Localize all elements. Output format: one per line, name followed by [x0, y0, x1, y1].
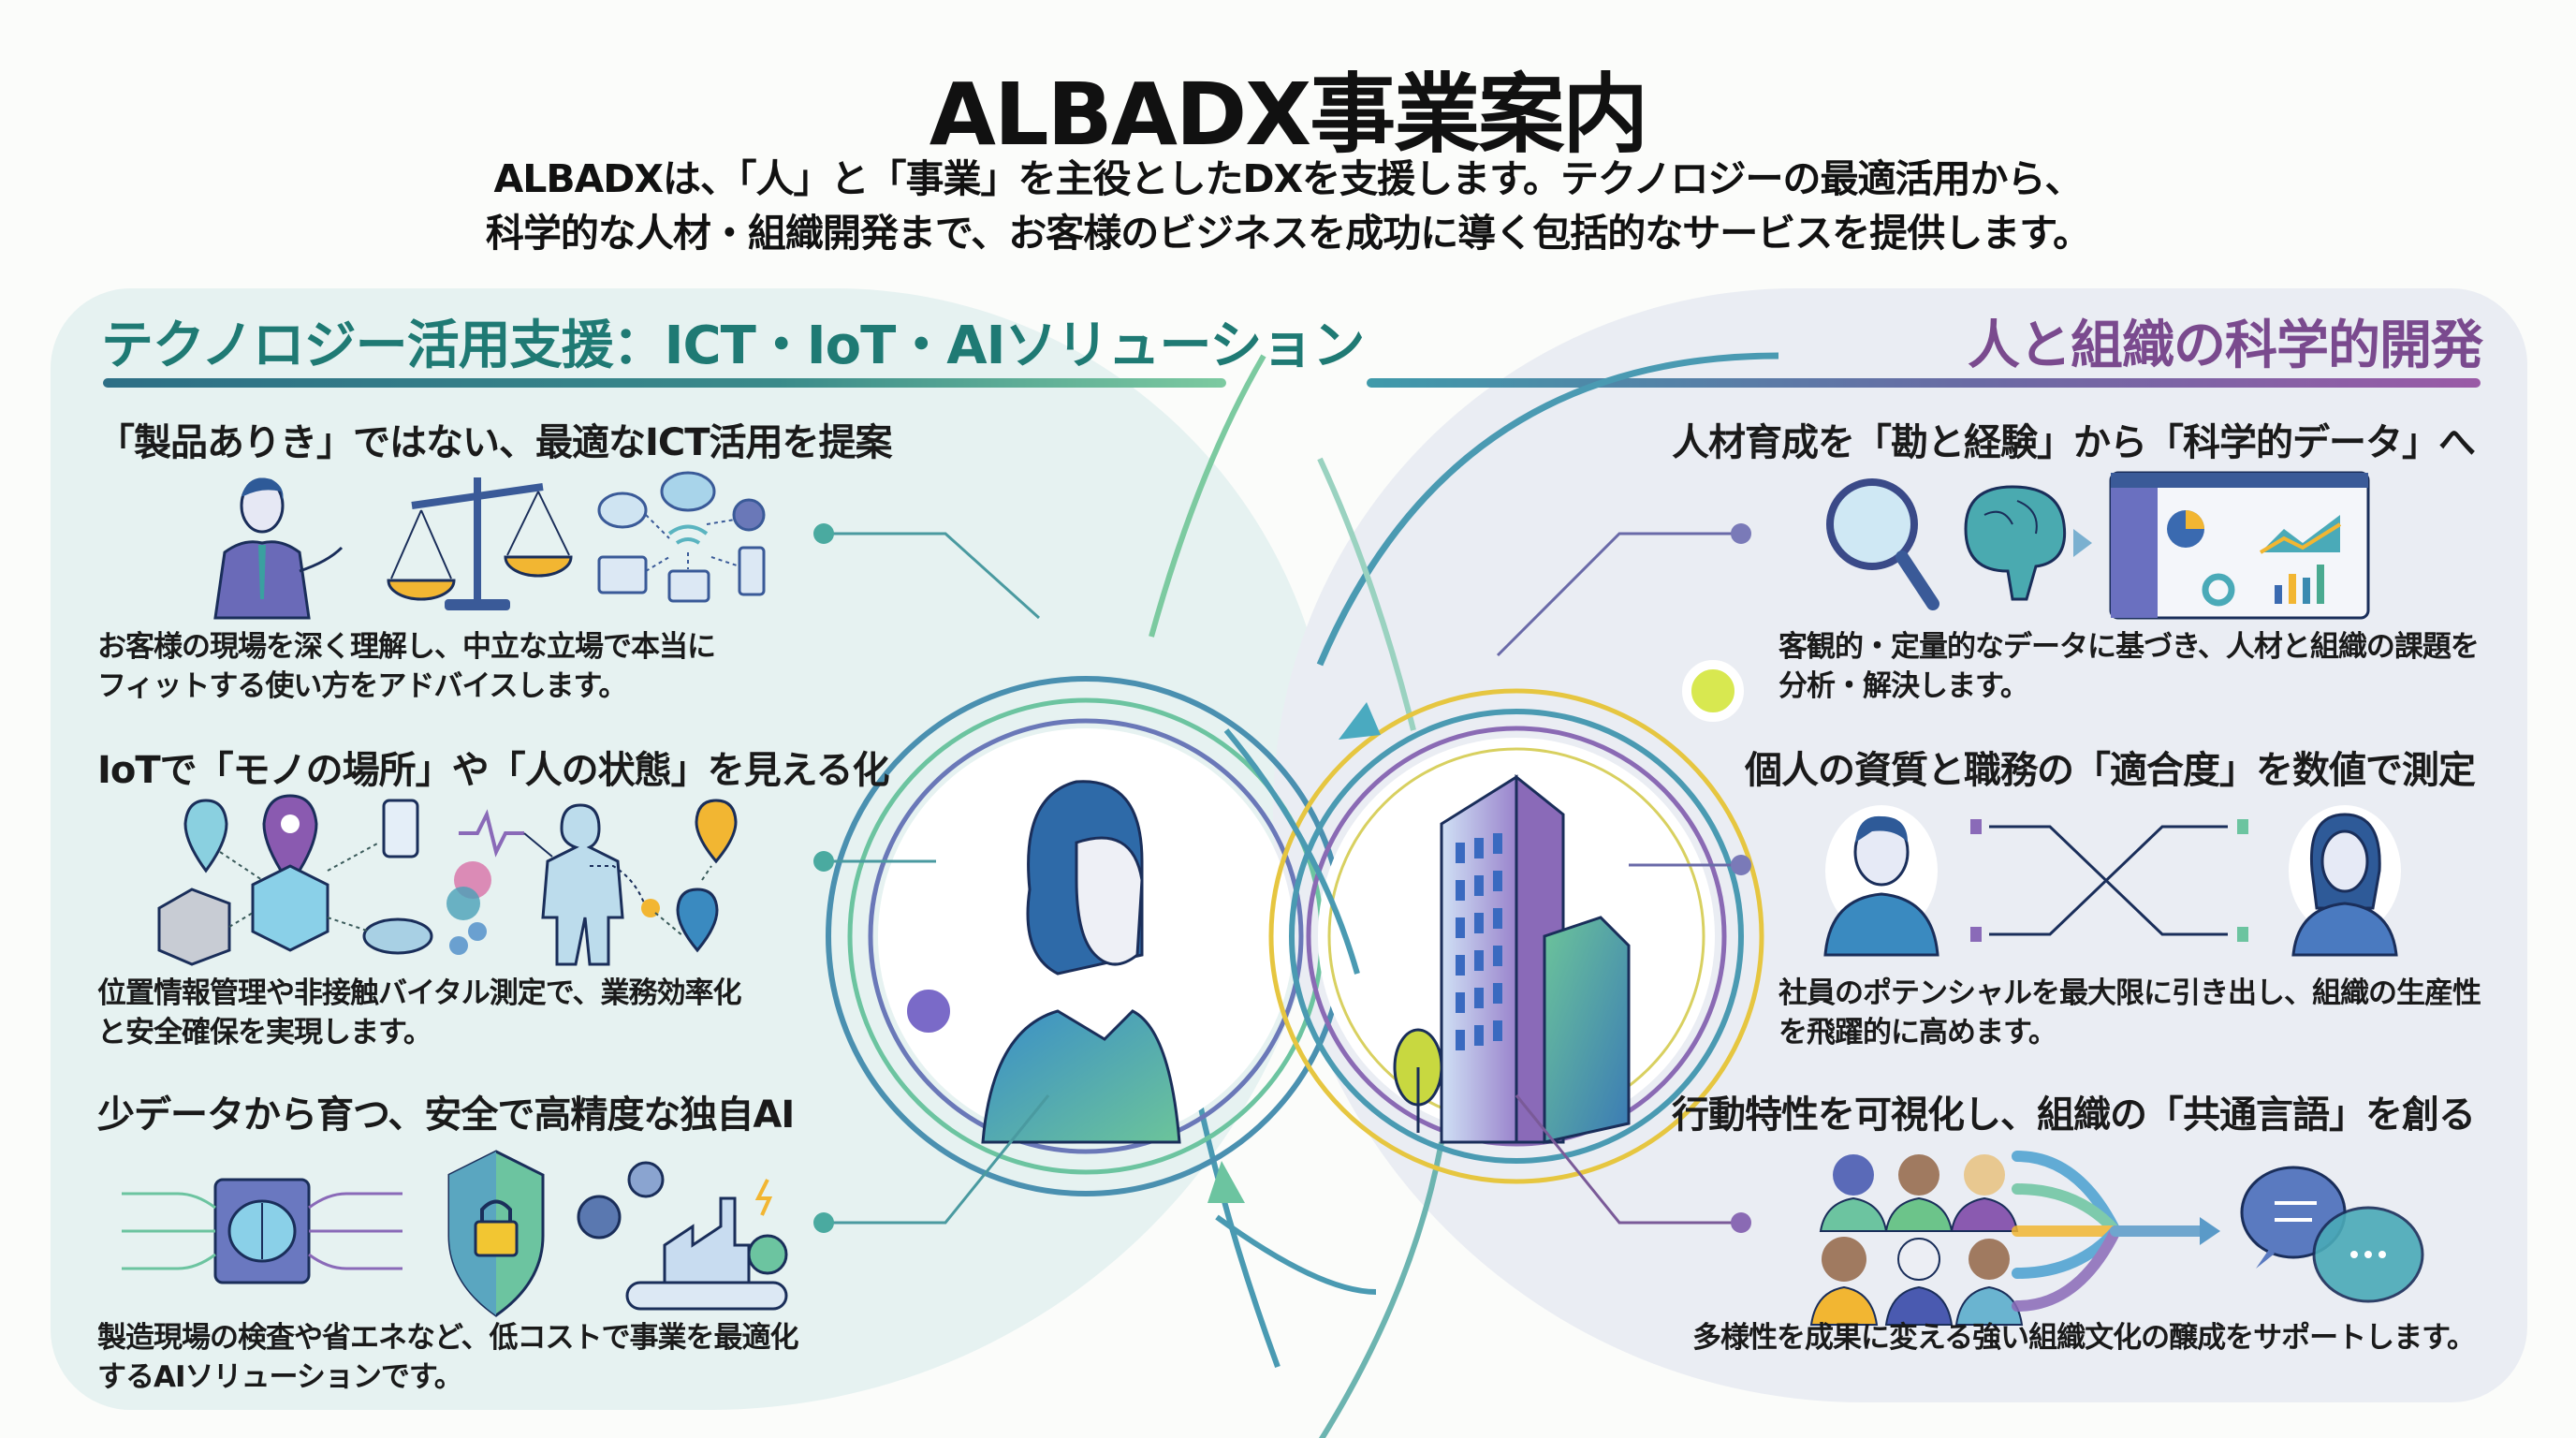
tech-item-1-desc-line-1: お客様の現場を深く理解し、中立な立場で本当に — [97, 630, 716, 664]
people-item-2-desc-line-1: 社員のポテンシャルを最大限に引き出し、組織の生産性 — [1778, 976, 2481, 1010]
balance-scale-icon — [387, 477, 573, 610]
brain-icon — [1964, 485, 2067, 601]
tech-item-1-desc-line-2: フィットする使い方をアドバイスします。 — [97, 669, 627, 703]
security-shield-lock-icon — [447, 1150, 545, 1317]
location-tracking-icon — [157, 794, 433, 966]
people-item-2-title: 個人の資質と職務の「適合度」を数値で測定 — [1745, 749, 2476, 792]
magnifier-icon — [1826, 478, 1939, 610]
tech-item-1-illustration — [213, 471, 766, 620]
intro-line-2: 科学的な人材・組織開発まで、お客様のビジネスを成功に導く包括的なサービスを提供し… — [485, 211, 2091, 256]
people-item-1-desc-line-1: 客観的・定量的なデータに基づき、人材と組織の課題を — [1778, 630, 2480, 664]
tech-item-3-title: 少データから育つ、安全で高精度な独自AI — [97, 1093, 795, 1137]
technology-heading-underline — [103, 378, 1226, 388]
people-item-1-illustration — [1826, 471, 2370, 620]
person-icon — [1823, 805, 1939, 957]
tech-item-2-title: IoTで「モノの場所」や「人の状態」を見える化 — [97, 749, 889, 792]
people-section-heading: 人と組織の科学的開発 — [1968, 315, 2483, 376]
technology-section-heading: テクノロジー活用支援：ICT・IoT・AIソリューション — [101, 315, 1365, 376]
factory-gears-icon — [577, 1161, 788, 1311]
chat-bubbles-icon — [2240, 1166, 2424, 1303]
tech-item-2-desc-line-2: と安全確保を実現します。 — [97, 1016, 432, 1049]
people-item-2-description: 社員のポテンシャルを最大限に引き出し、組織の生産性 を飛躍的に高めます。 — [1778, 974, 2481, 1052]
converging-arrows-icon — [2012, 1151, 2205, 1312]
people-item-3-illustration — [1809, 1151, 2424, 1326]
tech-item-2-desc-line-1: 位置情報管理や非接触バイタル測定で、業務効率化 — [97, 976, 742, 1010]
cloud-network-devices-icon — [597, 471, 766, 603]
tech-item-1-title: 「製品ありき」ではない、最適なICT活用を提案 — [97, 421, 893, 464]
diverse-team-icon — [1809, 1154, 2024, 1326]
intro-line-1: ALBADXは、「人」と「事業」を主役としたDXを支援します。テクノロジーの最適… — [493, 156, 2083, 201]
people-item-1-title: 人材育成を「勘と経験」から「科学的データ」へ — [1672, 421, 2476, 464]
dashboard-analytics-icon — [2109, 471, 2370, 620]
ai-chip-brain-icon — [122, 1178, 402, 1284]
people-item-1-description: 客観的・定量的なデータに基づき、人材と組織の課題を 分析・解決します。 — [1778, 627, 2480, 706]
page-title: ALBADX事業案内 — [929, 65, 1648, 165]
tech-item-3-illustration — [122, 1150, 788, 1317]
people-item-3-title: 行動特性を可視化し、組織の「共通言語」を創る — [1672, 1093, 2476, 1137]
infinity-loop-icon — [826, 352, 1779, 1438]
people-item-2-desc-line-2: を飛躍的に高めます。 — [1778, 1016, 2057, 1049]
matching-lines-icon — [1970, 819, 2248, 942]
tech-item-3-desc-line-1: 製造現場の検査や省エネなど、低コストで事業を最適化 — [97, 1321, 798, 1355]
office-building-icon — [1393, 773, 1631, 1144]
intro-text: ALBADXは、「人」と「事業」を主役としたDXを支援します。テクノロジーの最適… — [0, 152, 2576, 260]
people-item-3-desc-line-1: 多様性を成果に変える強い組織文化の醸成をサポートします。 — [1692, 1321, 2476, 1355]
businesswoman-icon — [2289, 805, 2401, 957]
tech-item-2-illustration — [157, 794, 738, 966]
people-item-1-desc-line-2: 分析・解決します。 — [1778, 669, 2029, 703]
tech-item-3-desc-line-2: するAIソリューションです。 — [97, 1360, 463, 1394]
tech-item-1-description: お客様の現場を深く理解し、中立な立場で本当に フィットする使い方をアドバイスしま… — [97, 627, 716, 706]
vital-sensing-icon — [446, 799, 738, 966]
consultant-icon — [213, 477, 344, 620]
person-woman-icon — [981, 780, 1181, 1144]
tech-item-3-description: 製造現場の検査や省エネなど、低コストで事業を最適化 するAIソリューションです。 — [97, 1318, 798, 1397]
tech-item-2-description: 位置情報管理や非接触バイタル測定で、業務効率化 と安全確保を実現します。 — [97, 974, 742, 1052]
people-item-2-illustration — [1823, 805, 2401, 957]
people-item-3-description: 多様性を成果に変える強い組織文化の醸成をサポートします。 — [1692, 1318, 2476, 1357]
people-heading-underline — [1367, 378, 2481, 388]
